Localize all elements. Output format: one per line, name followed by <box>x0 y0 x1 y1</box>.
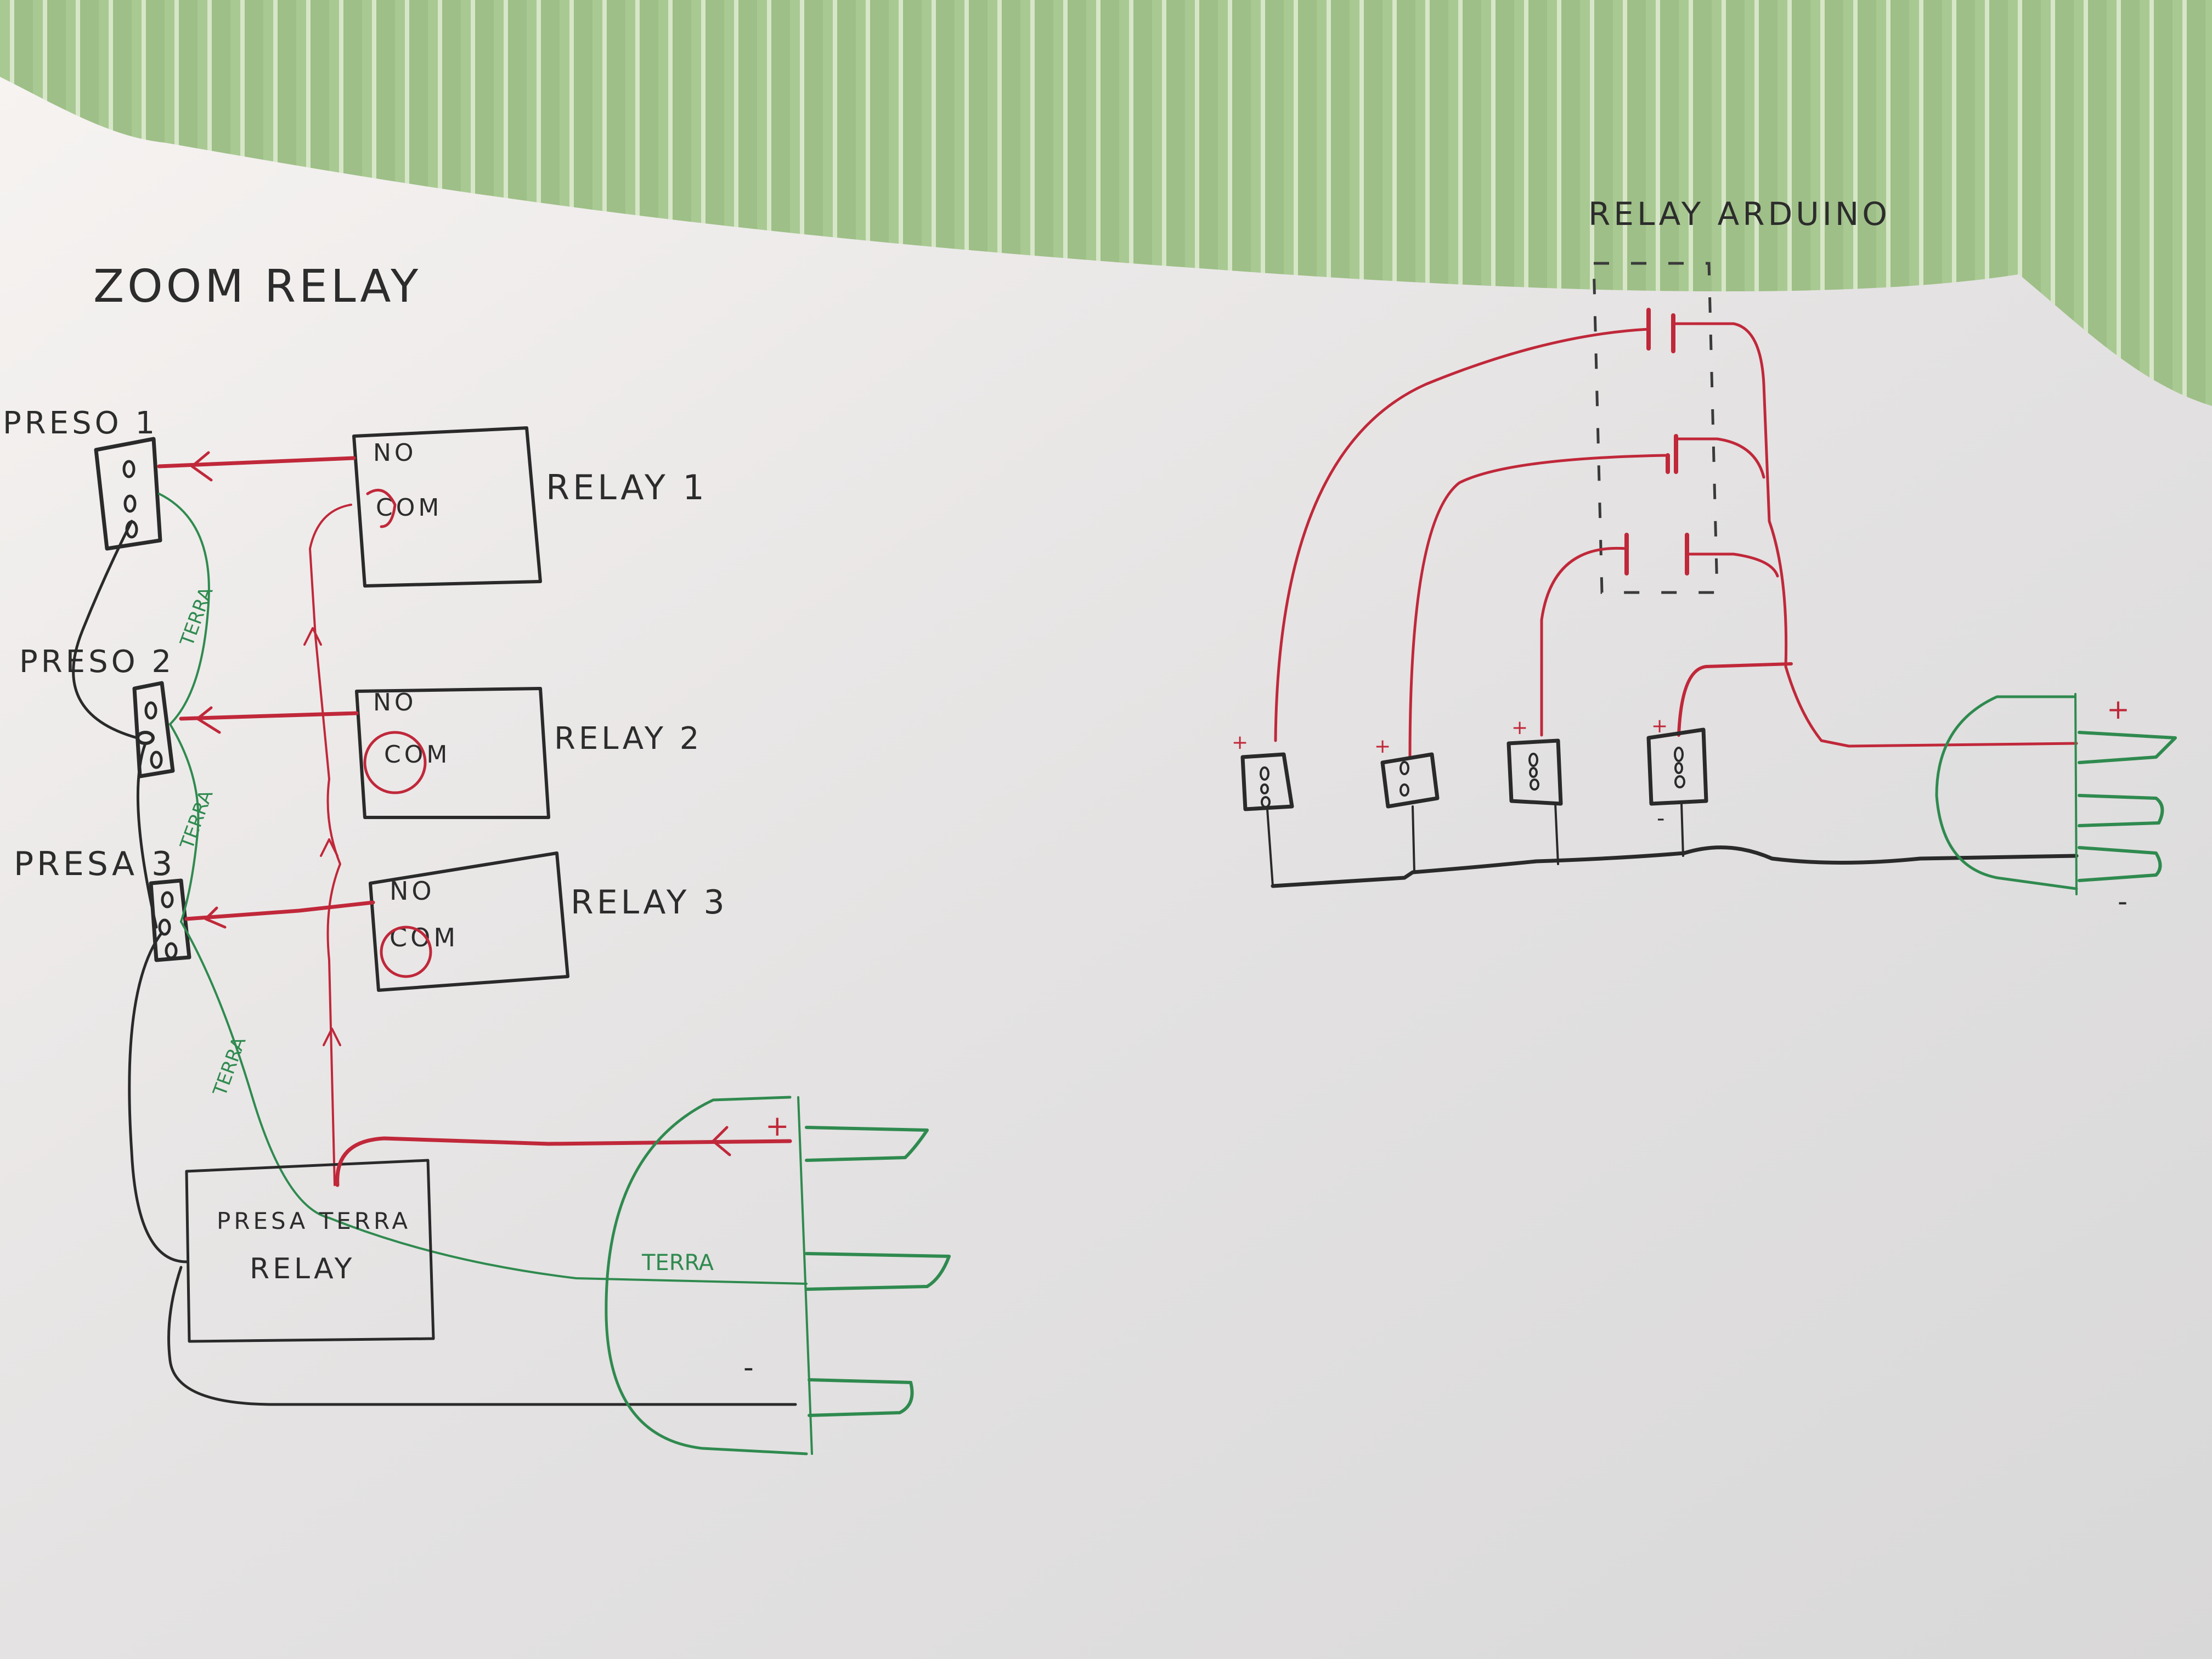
main-relay-line2: RELAY <box>250 1252 355 1285</box>
relay-3: NO COM RELAY 3 <box>369 851 728 992</box>
arduino-socket-2: + <box>1374 735 1440 809</box>
polarity-plus: + <box>1232 731 1248 754</box>
arduino-socket-3: + <box>1506 716 1563 806</box>
arrow-icon <box>196 706 221 734</box>
arrow-icon <box>712 1126 731 1156</box>
socket-3: PRESA 3 <box>14 845 191 962</box>
arduino-socket-1: + <box>1232 731 1294 811</box>
arrow-icon <box>190 451 213 482</box>
wire-plug-phase <box>335 1136 792 1187</box>
com-loop <box>363 731 427 794</box>
relay-1: NO COM RELAY 1 <box>352 426 708 588</box>
relay-module-outline <box>1592 262 1719 594</box>
main-relay-line1: PRESA TERRA <box>217 1207 411 1234</box>
socket-3-label: PRESA 3 <box>14 845 176 883</box>
left-diagram-title: ZOOM RELAY <box>93 261 421 313</box>
plug-minus: - <box>2118 885 2128 917</box>
polarity-plus: + <box>1374 735 1391 758</box>
wire-common-feed <box>1672 322 2078 748</box>
relay-1-label: RELAY 1 <box>546 467 708 507</box>
polarity-minus: - <box>1657 806 1664 831</box>
neutral-wire <box>72 520 188 1263</box>
wire-relay1-no <box>157 456 356 469</box>
wire-socket-4 <box>1677 662 1793 737</box>
com-loop <box>380 926 432 978</box>
com-loop <box>366 488 397 528</box>
socket-1: PRESO 1 <box>3 405 162 551</box>
earth-label: TERRA <box>209 1034 251 1099</box>
wire-socket-1 <box>1274 328 1650 742</box>
wire-socket-3 <box>1540 546 1628 737</box>
earth-wire-1-2 <box>158 493 210 725</box>
wire-relay2-no <box>179 711 359 721</box>
polarity-plus: + <box>1651 715 1668 737</box>
relay-3-label: RELAY 3 <box>571 883 728 922</box>
plug-right: + - <box>1935 693 2177 917</box>
plug-minus: - <box>743 1351 754 1384</box>
wire-main-phase <box>309 504 352 1186</box>
relay-2: NO COM RELAY 2 <box>355 687 702 819</box>
earth-wire-3-plug <box>180 921 808 1285</box>
polarity-plus: + <box>1511 716 1528 739</box>
earth-wire-2-3 <box>169 723 200 923</box>
wire-common-branch <box>1674 437 1779 578</box>
earth-label: TERRA <box>176 584 218 650</box>
arrow-icon <box>303 627 341 1046</box>
relay-2-no: NO <box>373 689 417 716</box>
plug-plus: + <box>2107 693 2130 725</box>
wire-relay3-no <box>184 900 375 921</box>
relay-2-com: COM <box>384 741 450 769</box>
neutral-wire-plug <box>167 1266 797 1406</box>
plug-plus: + <box>765 1110 789 1143</box>
right-diagram-title: RELAY ARDUINO <box>1588 195 1891 233</box>
main-relay: PRESA TERRA RELAY <box>185 1159 435 1343</box>
relay-1-no: NO <box>373 439 417 467</box>
plug-left: + TERRA - <box>605 1096 951 1455</box>
neutral-drops <box>1266 803 1684 887</box>
socket-2-label: PRESO 2 <box>19 644 174 680</box>
relay-1-com: COM <box>376 494 442 522</box>
wire-socket-2 <box>1408 454 1669 759</box>
earth-label: TERRA <box>176 787 218 853</box>
relay-3-no: NO <box>390 876 435 906</box>
relay-2-label: RELAY 2 <box>554 721 702 757</box>
arrow-icon <box>204 906 227 929</box>
arduino-socket-4: + - <box>1646 715 1708 831</box>
plug-earth-label: TERRA <box>641 1250 714 1276</box>
relay-contacts <box>1624 308 1689 575</box>
socket-2: PRESO 2 <box>19 644 175 778</box>
socket-1-label: PRESO 1 <box>3 405 158 441</box>
neutral-bus <box>1271 845 2079 888</box>
